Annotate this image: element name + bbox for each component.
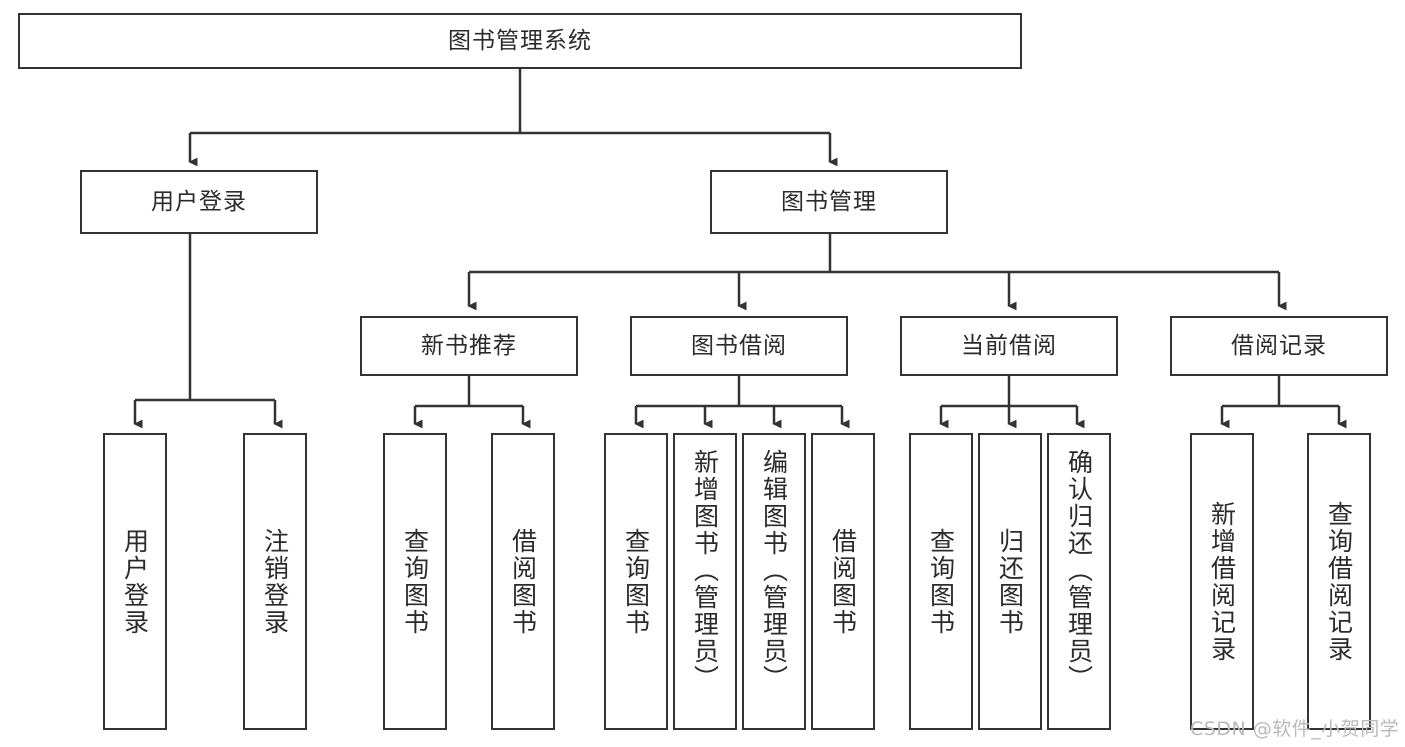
node-label: 借阅图书 <box>508 527 538 636</box>
node-label: 查询图书 <box>400 527 430 636</box>
node-user-login[interactable]: 用户登录 <box>80 170 318 234</box>
node-root-library-management-system[interactable]: 图书管理系统 <box>18 13 1022 69</box>
node-label: 图书借阅 <box>691 332 787 359</box>
node-label: 注销登录 <box>260 527 290 636</box>
leaf-user-login-logout[interactable]: 注销登录 <box>243 433 307 730</box>
node-label: 查询借阅记录 <box>1324 500 1354 663</box>
leaf-book-borrow-edit-book-admin[interactable]: 编辑图书（管理员） <box>742 433 806 730</box>
node-label: 新书推荐 <box>421 332 517 359</box>
node-label: 查询图书 <box>621 527 651 636</box>
leaf-book-borrow-add-book-admin[interactable]: 新增图书（管理员） <box>673 433 737 730</box>
node-book-borrow[interactable]: 图书借阅 <box>630 316 848 376</box>
leaf-user-login-login[interactable]: 用户登录 <box>103 433 167 730</box>
leaf-current-borrow-query-book[interactable]: 查询图书 <box>909 433 973 730</box>
leaf-borrow-record-query-record[interactable]: 查询借阅记录 <box>1307 433 1371 730</box>
node-book-management[interactable]: 图书管理 <box>710 170 948 234</box>
leaf-new-book-query-book[interactable]: 查询图书 <box>383 433 447 730</box>
watermark-text: CSDN @软件_小贺同学 <box>1190 718 1400 740</box>
node-label: 新增图书（管理员） <box>690 449 720 692</box>
node-label: 当前借阅 <box>961 332 1057 359</box>
node-label: 归还图书 <box>995 527 1025 636</box>
leaf-current-borrow-confirm-return-admin[interactable]: 确认归还（管理员） <box>1047 433 1111 730</box>
node-label: 借阅图书 <box>828 527 858 636</box>
leaf-borrow-record-add-record[interactable]: 新增借阅记录 <box>1190 433 1254 730</box>
node-label: 图书管理系统 <box>448 27 592 54</box>
node-label: 用户登录 <box>120 527 150 636</box>
leaf-current-borrow-return-book[interactable]: 归还图书 <box>978 433 1042 730</box>
node-label: 确认归还（管理员） <box>1064 449 1094 692</box>
node-label: 借阅记录 <box>1231 332 1327 359</box>
node-borrow-record[interactable]: 借阅记录 <box>1170 316 1388 376</box>
node-label: 用户登录 <box>151 188 247 215</box>
node-current-borrow[interactable]: 当前借阅 <box>900 316 1118 376</box>
leaf-book-borrow-borrow-book[interactable]: 借阅图书 <box>811 433 875 730</box>
node-label: 编辑图书（管理员） <box>759 449 789 692</box>
node-label: 新增借阅记录 <box>1207 500 1237 663</box>
csdn-watermark: CSDN @软件_小贺同学 <box>1190 714 1399 741</box>
node-label: 查询图书 <box>926 527 956 636</box>
leaf-new-book-borrow-book[interactable]: 借阅图书 <box>491 433 555 730</box>
leaf-book-borrow-query-book[interactable]: 查询图书 <box>604 433 668 730</box>
node-label: 图书管理 <box>781 188 877 215</box>
node-new-book-recommend[interactable]: 新书推荐 <box>360 316 578 376</box>
